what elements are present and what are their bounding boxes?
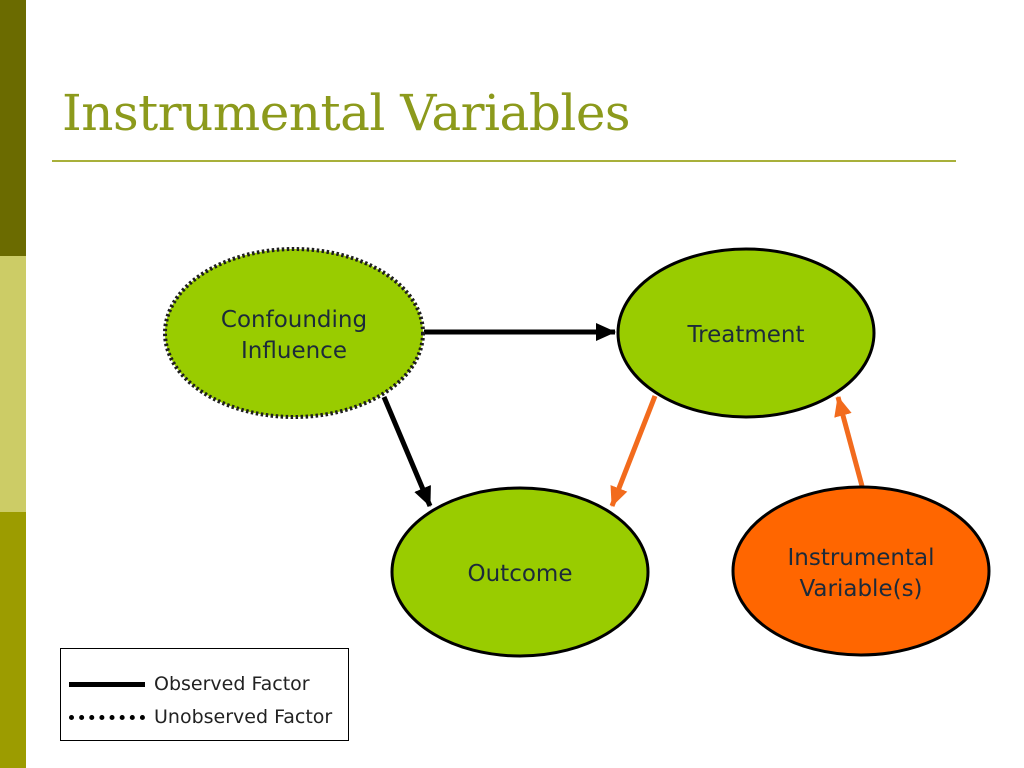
node-outcome: Outcome bbox=[390, 486, 650, 658]
node-confounding-influence: Confounding Influence bbox=[163, 247, 425, 419]
dotted-line-swatch bbox=[69, 714, 145, 720]
sidebar-band-olive bbox=[0, 512, 26, 768]
legend-item-unobserved: Unobserved Factor bbox=[69, 705, 332, 729]
legend-label-unobserved: Unobserved Factor bbox=[154, 706, 333, 728]
sidebar-band-light bbox=[0, 256, 26, 512]
node-treatment: Treatment bbox=[616, 247, 876, 419]
node-instrument-label-1: Instrumental bbox=[787, 545, 934, 571]
title-underline bbox=[52, 160, 956, 162]
sidebar-band-dark bbox=[0, 0, 26, 256]
slide-title: Instrumental Variables bbox=[62, 84, 631, 142]
node-instrumental-variables: Instrumental Variable(s) bbox=[731, 485, 991, 657]
node-outcome-label: Outcome bbox=[468, 561, 573, 587]
node-confounding-label-2: Influence bbox=[241, 338, 347, 364]
edge-instrument-to-treatment bbox=[834, 396, 865, 487]
node-instrument-label-2: Variable(s) bbox=[799, 576, 922, 602]
legend-item-observed: Observed Factor bbox=[69, 672, 310, 696]
edge-confounding-to-outcome bbox=[381, 396, 433, 507]
node-treatment-label: Treatment bbox=[686, 322, 804, 348]
node-confounding-label-1: Confounding bbox=[221, 307, 367, 333]
legend-label-observed: Observed Factor bbox=[154, 673, 310, 695]
slide-sidebar bbox=[0, 0, 26, 768]
edge-treatment-to-outcome bbox=[609, 395, 658, 507]
solid-line-swatch bbox=[69, 681, 145, 687]
legend: Observed Factor Unobserved Factor bbox=[60, 648, 349, 741]
